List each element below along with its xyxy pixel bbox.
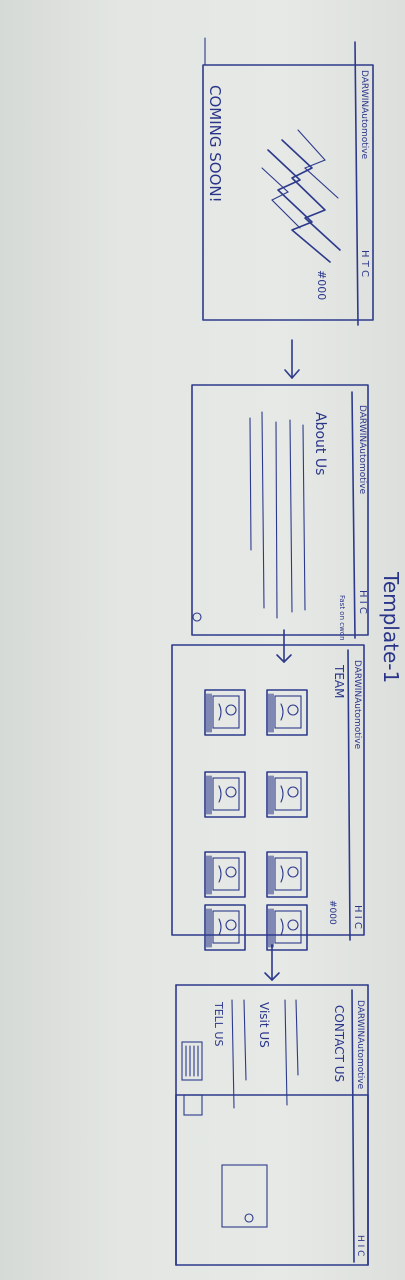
paragraph-lines	[249, 411, 306, 619]
lightning-icon	[261, 129, 341, 263]
nav-links[interactable]: H I C	[352, 905, 363, 929]
nav-links[interactable]: H I C	[355, 1235, 365, 1256]
svg-text:Visit US: Visit US	[257, 1002, 271, 1048]
screen-frame	[175, 1094, 369, 1266]
person-avatar-icon	[218, 785, 237, 803]
brand-label: DARWINAutomotive	[359, 70, 369, 160]
arrow-down-icon	[276, 629, 292, 663]
brand-label: DARWINAutomotive	[357, 405, 367, 495]
header-divider	[351, 391, 356, 639]
nav-links[interactable]: H T C	[359, 250, 370, 277]
team-member-card[interactable]	[204, 689, 246, 736]
about-us-title: About Us	[312, 412, 328, 475]
screen-coming-soon: DARWINAutomotive H T C #000 COMING SOON!	[202, 37, 374, 326]
person-avatar-icon	[280, 703, 299, 721]
visit-us-title: Visit US	[257, 1002, 271, 1048]
person-avatar-icon	[280, 918, 299, 936]
screen-frame	[191, 384, 369, 636]
template-heading-text: Template-1	[379, 571, 403, 683]
svg-text:#000: #000	[327, 900, 337, 925]
team-grid	[204, 689, 308, 951]
brand-label: DARWINAutomotive	[352, 660, 362, 750]
person-avatar-icon	[218, 918, 237, 936]
team-member-card[interactable]	[266, 689, 308, 736]
svg-text:H I C: H I C	[357, 590, 368, 614]
person-avatar-icon	[280, 865, 299, 883]
screen-about-us: DARWINAutomotive H I C Fast on cwon Abou…	[191, 384, 369, 641]
submit-button[interactable]	[183, 1094, 203, 1116]
contact-us-title: CONTACT US	[332, 1005, 346, 1082]
nav-links[interactable]: H I C	[357, 590, 368, 614]
team-member-card[interactable]	[204, 771, 246, 818]
map-box[interactable]	[221, 1164, 268, 1228]
message-textarea[interactable]	[181, 1041, 203, 1081]
tell-us-title: TELL US	[212, 1001, 225, 1046]
person-avatar-icon	[218, 865, 237, 883]
header-divider	[354, 41, 359, 326]
header-divider	[351, 989, 355, 1263]
person-avatar-icon	[218, 703, 237, 721]
screen-contact: DARWINAutomotive H I C CONTACT US Visit …	[175, 984, 369, 1266]
svg-text:H I C: H I C	[352, 905, 363, 929]
screen-team: DARWINAutomotive H I C #000 TEAM	[171, 644, 365, 951]
team-member-card[interactable]	[266, 771, 308, 818]
team-member-card[interactable]	[266, 904, 308, 951]
svg-text:DARWINAutomotive: DARWINAutomotive	[357, 405, 367, 495]
coming-soon-text: COMING SOON!	[206, 85, 224, 203]
svg-text:CONTACT US: CONTACT US	[332, 1005, 346, 1082]
svg-text:Fast on cwon: Fast on cwon	[338, 595, 346, 641]
team-member-card[interactable]	[266, 851, 308, 898]
scroll-dot-icon	[192, 612, 202, 622]
svg-text:TEAM: TEAM	[332, 664, 346, 698]
svg-text:About Us: About Us	[312, 412, 328, 475]
arrow-down-icon	[284, 339, 300, 379]
svg-text:DARWINAutomotive: DARWINAutomotive	[359, 70, 369, 160]
nav-note: Fast on cwon	[338, 595, 346, 641]
team-title: TEAM	[332, 664, 346, 698]
template-heading: Template-1	[379, 571, 403, 683]
team-member-card[interactable]	[204, 851, 246, 898]
screen-frame	[171, 644, 365, 936]
svg-text:COMING SOON!: COMING SOON!	[206, 85, 224, 203]
person-avatar-icon	[280, 785, 299, 803]
arrow-down-icon	[264, 944, 280, 981]
screen-frame	[202, 64, 374, 321]
team-member-card[interactable]	[204, 904, 246, 951]
svg-text:TELL US: TELL US	[212, 1001, 225, 1046]
svg-text:DARWINAutomotive: DARWINAutomotive	[352, 660, 362, 750]
svg-text:H I C: H I C	[355, 1235, 365, 1256]
svg-text:#000: #000	[315, 270, 328, 300]
brand-label: DARWINAutomotive	[355, 1000, 365, 1090]
contact-hash: #000	[315, 270, 328, 300]
contact-hash: #000	[327, 900, 337, 925]
svg-text:DARWINAutomotive: DARWINAutomotive	[355, 1000, 365, 1090]
header-divider	[347, 649, 351, 941]
svg-text:H T C: H T C	[359, 250, 370, 277]
